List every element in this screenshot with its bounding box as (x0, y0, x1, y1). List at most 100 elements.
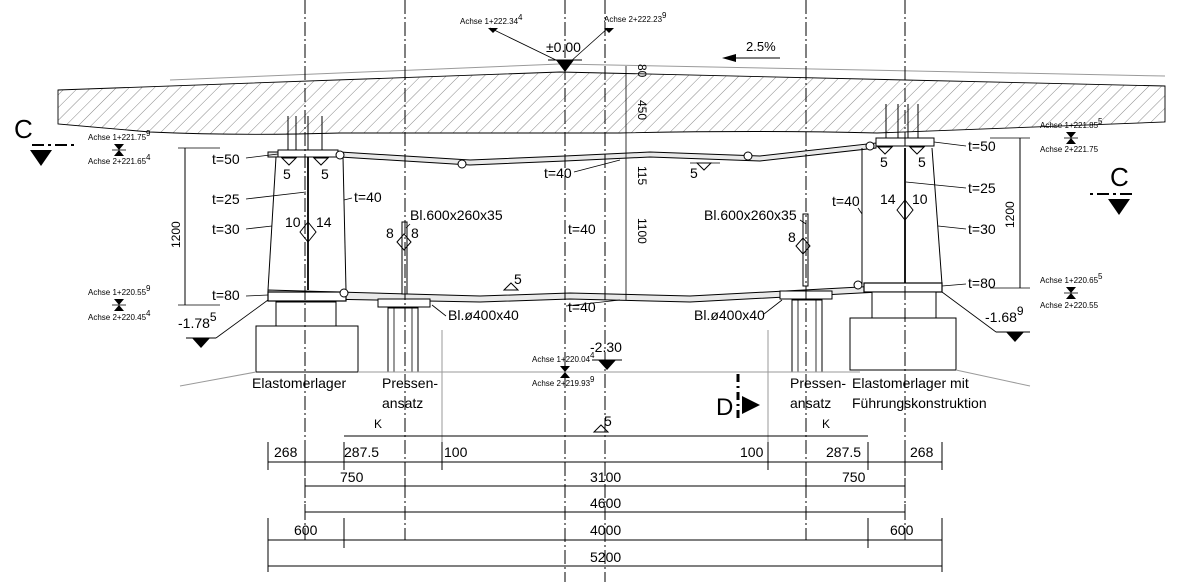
svg-text:t=25: t=25 (968, 180, 996, 196)
dimension-row-2: 268 287.5 100 100 287.5 268 (267, 442, 943, 470)
svg-text:10: 10 (285, 214, 301, 230)
svg-text:450: 450 (635, 100, 649, 120)
svg-text:Achse 1+220.044: Achse 1+220.044 (532, 351, 595, 364)
axis-level-left-top: Achse 1+221.759 Achse 2+221.654 (88, 129, 151, 166)
svg-text:Achse 2+222.239: Achse 2+222.239 (604, 11, 667, 24)
svg-text:t=30: t=30 (968, 221, 996, 237)
svg-text:2.5%: 2.5% (746, 39, 776, 54)
svg-text:268: 268 (910, 444, 934, 460)
axis-lines (304, 0, 906, 582)
svg-text:4000: 4000 (590, 522, 621, 538)
svg-text:C: C (1110, 162, 1129, 192)
svg-text:287.5: 287.5 (344, 444, 379, 460)
left-jack (387, 307, 419, 373)
svg-text:t=40: t=40 (544, 165, 572, 181)
svg-text:5: 5 (514, 271, 522, 287)
svg-text:8: 8 (411, 225, 419, 241)
section-marker-right: C (1090, 162, 1132, 215)
svg-text:Bl.ø400x40: Bl.ø400x40 (448, 307, 519, 323)
svg-text:4600: 4600 (590, 495, 621, 511)
svg-text:10: 10 (912, 191, 928, 207)
svg-text:C: C (14, 114, 33, 144)
svg-text:5200: 5200 (590, 549, 621, 565)
detail-marker-d: D (716, 374, 760, 421)
svg-text:±0.00: ±0.00 (546, 39, 581, 55)
dimension-row-1: K K (344, 417, 868, 437)
svg-text:D: D (716, 394, 733, 421)
svg-text:5: 5 (604, 413, 612, 429)
svg-text:Achse 2+221.654: Achse 2+221.654 (88, 153, 151, 166)
svg-text:600: 600 (890, 522, 914, 538)
svg-text:t=40: t=40 (568, 299, 596, 315)
svg-text:t=80: t=80 (212, 287, 240, 303)
elevation-top: ±0.00 (546, 39, 582, 72)
svg-text:t=30: t=30 (212, 221, 240, 237)
svg-text:115: 115 (635, 166, 649, 185)
axis-level-right-bottom: Achse 1+220.655 Achse 2+220.55 (1040, 272, 1103, 310)
elevation-right-bottom: -1.689 (941, 291, 1030, 342)
svg-text:100: 100 (444, 444, 468, 460)
svg-text:8: 8 (788, 229, 796, 245)
bearing-labels: Elastomerlager Pressen- ansatz Pressen- … (252, 375, 987, 411)
axis-level-left-bottom: Achse 1+220.559 Achse 2+220.454 (88, 284, 151, 322)
vertical-dimensions: 80 450 115 1100 1200 1200 (169, 64, 1030, 306)
svg-text:Achse 2+221.75: Achse 2+221.75 (1040, 145, 1099, 154)
svg-text:Achse 1+222.344: Achse 1+222.344 (460, 13, 523, 26)
svg-text:14: 14 (316, 214, 332, 230)
svg-text:t=50: t=50 (968, 138, 996, 154)
svg-text:Bl.600x260x35: Bl.600x260x35 (704, 207, 797, 223)
svg-text:100: 100 (740, 444, 764, 460)
svg-text:Achse 1+220.655: Achse 1+220.655 (1040, 272, 1103, 285)
svg-text:Achse 1+221.855: Achse 1+221.855 (1040, 117, 1103, 130)
svg-text:750: 750 (340, 469, 364, 485)
axis-level-top-2: Achse 2+222.239 (569, 11, 667, 63)
svg-text:Bl.ø400x40: Bl.ø400x40 (694, 307, 765, 323)
svg-text:Pressen-: Pressen- (790, 375, 846, 391)
svg-text:5: 5 (880, 154, 888, 170)
svg-text:-1.689: -1.689 (985, 304, 1024, 325)
svg-text:1200: 1200 (1003, 201, 1017, 228)
axis-level-top-1: Achse 1+222.344 (460, 13, 561, 63)
svg-text:Elastomerlager mit: Elastomerlager mit (852, 375, 969, 391)
section-marker-left: C (14, 114, 76, 166)
weld-symbols: 5 5 5 5 5 5 5 10 14 14 10 8 8 8 (280, 146, 928, 433)
right-jack (791, 299, 823, 373)
svg-text:t=40: t=40 (832, 193, 860, 209)
concrete-deck-slab (57, 63, 1166, 135)
svg-text:5: 5 (321, 166, 329, 182)
svg-text:Achse 2+220.454: Achse 2+220.454 (88, 309, 151, 322)
plate-labels-left: t=50 t=25 t=30 t=80 t=40 (212, 151, 382, 303)
axis-level-center-bottom: Achse 1+220.044 Achse 2+219.939 (532, 351, 595, 388)
dimension-row-3: 750 3100 750 (304, 469, 906, 494)
left-elastomer-bearing (255, 301, 359, 373)
svg-text:3100: 3100 (590, 469, 621, 485)
svg-text:750: 750 (842, 469, 866, 485)
plate-labels-right: t=50 t=25 t=30 t=80 t=40 (832, 138, 996, 291)
svg-text:Achse 1+221.759: Achse 1+221.759 (88, 129, 151, 142)
member-labels: Bl.600x260x35 Bl.600x260x35 Bl.ø400x40 B… (405, 207, 807, 323)
svg-text:Achse 2+220.55: Achse 2+220.55 (1040, 301, 1099, 310)
svg-text:8: 8 (386, 225, 394, 241)
svg-text:t=25: t=25 (212, 191, 240, 207)
svg-text:ansatz: ansatz (790, 395, 831, 411)
svg-text:Elastomerlager: Elastomerlager (252, 375, 346, 391)
svg-text:t=50: t=50 (212, 151, 240, 167)
dimension-row-6: 5200 (268, 549, 942, 567)
slope-indicator: 2.5% (722, 39, 780, 62)
plate-labels-center: t=40 t=40 t=40 (544, 159, 621, 315)
svg-text:600: 600 (294, 522, 318, 538)
svg-text:268: 268 (274, 444, 298, 460)
svg-text:80: 80 (635, 64, 649, 78)
elevation-left-bottom: -1.785 (178, 299, 269, 348)
elevation-center-bottom: -2.30 (590, 339, 622, 370)
svg-text:K: K (822, 417, 830, 431)
svg-text:5: 5 (283, 166, 291, 182)
svg-text:Führungskonstruktion: Führungskonstruktion (852, 395, 987, 411)
svg-text:-1.785: -1.785 (178, 310, 217, 331)
svg-text:ansatz: ansatz (382, 395, 423, 411)
svg-text:Bl.600x260x35: Bl.600x260x35 (410, 207, 503, 223)
axis-level-right-top: Achse 1+221.855 Achse 2+221.75 (1040, 117, 1103, 154)
svg-text:1100: 1100 (635, 218, 649, 244)
svg-text:1200: 1200 (169, 221, 183, 248)
svg-text:Pressen-: Pressen- (382, 375, 438, 391)
